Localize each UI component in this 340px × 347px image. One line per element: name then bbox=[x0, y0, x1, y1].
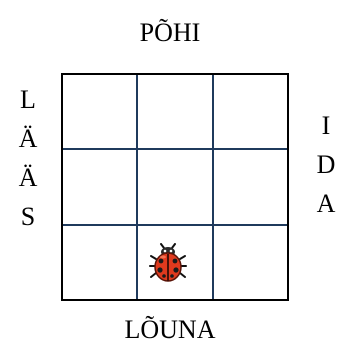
grid-line bbox=[212, 75, 214, 299]
west-label: L Ä Ä S bbox=[14, 87, 42, 243]
west-letter: Ä bbox=[19, 165, 38, 204]
east-label: I D A bbox=[306, 113, 340, 230]
south-label: LÕUNA bbox=[0, 317, 340, 343]
grid-line bbox=[63, 148, 287, 150]
east-letter: A bbox=[317, 191, 336, 230]
west-letter: L bbox=[20, 87, 36, 126]
grid-line bbox=[63, 224, 287, 226]
ladybug-icon bbox=[148, 243, 188, 283]
east-letter: I bbox=[322, 113, 331, 152]
east-letter: D bbox=[317, 152, 336, 191]
grid-line bbox=[136, 75, 138, 299]
west-letter: S bbox=[21, 204, 35, 243]
north-label: PÕHI bbox=[0, 20, 340, 46]
west-letter: Ä bbox=[19, 126, 38, 165]
